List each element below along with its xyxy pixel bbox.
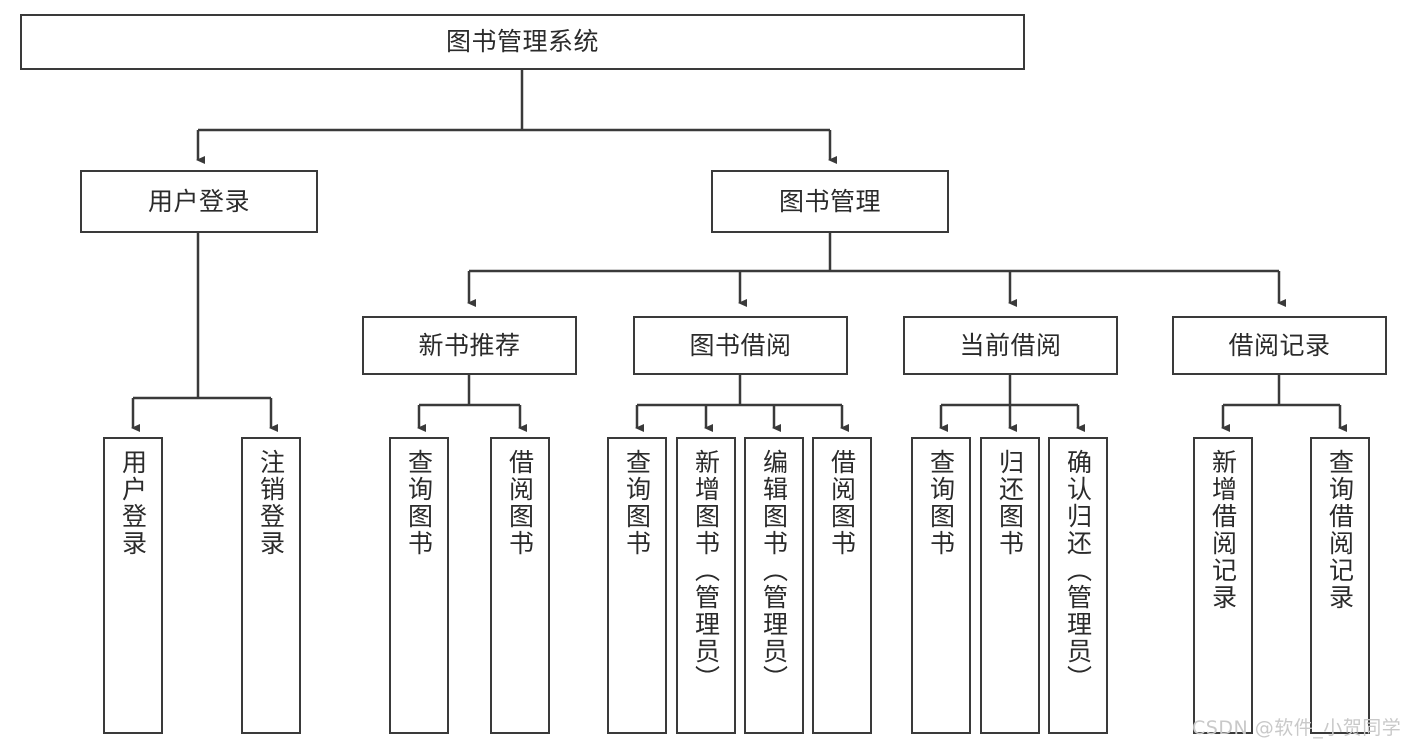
node-label: 查询图书 <box>622 449 652 557</box>
node-label: 用户登录 <box>118 449 148 557</box>
node-root-system[interactable]: 图书管理系统 <box>20 14 1025 70</box>
node-label: 借阅图书 <box>827 449 857 557</box>
node-new-book-recommend[interactable]: 新书推荐 <box>362 316 577 375</box>
node-label: 查询借阅记录 <box>1325 449 1355 611</box>
node-label: 图书借阅 <box>689 330 792 360</box>
node-label: 用户登录 <box>147 186 250 216</box>
leaf-borrow-edit-book-admin[interactable]: 编辑图书（管理员） <box>744 437 804 734</box>
node-book-borrow[interactable]: 图书借阅 <box>633 316 848 375</box>
node-label: 借阅图书 <box>505 449 535 557</box>
leaf-borrow-borrow-books[interactable]: 借阅图书 <box>812 437 872 734</box>
leaf-user-login[interactable]: 用户登录 <box>103 437 163 734</box>
leaf-borrow-query-books[interactable]: 查询图书 <box>607 437 667 734</box>
node-current-borrow[interactable]: 当前借阅 <box>903 316 1118 375</box>
node-label: 新书推荐 <box>418 330 521 360</box>
node-label: 当前借阅 <box>959 330 1062 360</box>
node-label: 新增图书（管理员） <box>691 449 721 692</box>
leaf-logout[interactable]: 注销登录 <box>241 437 301 734</box>
node-label: 确认归还（管理员） <box>1063 449 1093 692</box>
node-book-management[interactable]: 图书管理 <box>711 170 949 233</box>
leaf-records-add-record[interactable]: 新增借阅记录 <box>1193 437 1253 734</box>
node-label: 图书管理系统 <box>445 27 599 57</box>
node-label: 注销登录 <box>256 449 286 557</box>
leaf-newbook-query-books[interactable]: 查询图书 <box>389 437 449 734</box>
node-label: 编辑图书（管理员） <box>759 449 789 692</box>
node-label: 借阅记录 <box>1228 330 1331 360</box>
node-borrow-records[interactable]: 借阅记录 <box>1172 316 1387 375</box>
node-label: 新增借阅记录 <box>1208 449 1238 611</box>
leaf-records-query-record[interactable]: 查询借阅记录 <box>1310 437 1370 734</box>
node-user-login[interactable]: 用户登录 <box>80 170 318 233</box>
node-label: 归还图书 <box>995 449 1025 557</box>
node-label: 查询图书 <box>404 449 434 557</box>
leaf-current-confirm-return-admin[interactable]: 确认归还（管理员） <box>1048 437 1108 734</box>
node-label: 查询图书 <box>926 449 956 557</box>
leaf-newbook-borrow-books[interactable]: 借阅图书 <box>490 437 550 734</box>
leaf-borrow-add-book-admin[interactable]: 新增图书（管理员） <box>676 437 736 734</box>
csdn-watermark: CSDN @软件_小贺同学 <box>1192 717 1402 739</box>
leaf-current-query-books[interactable]: 查询图书 <box>911 437 971 734</box>
node-label: 图书管理 <box>778 186 881 216</box>
leaf-current-return-books[interactable]: 归还图书 <box>980 437 1040 734</box>
